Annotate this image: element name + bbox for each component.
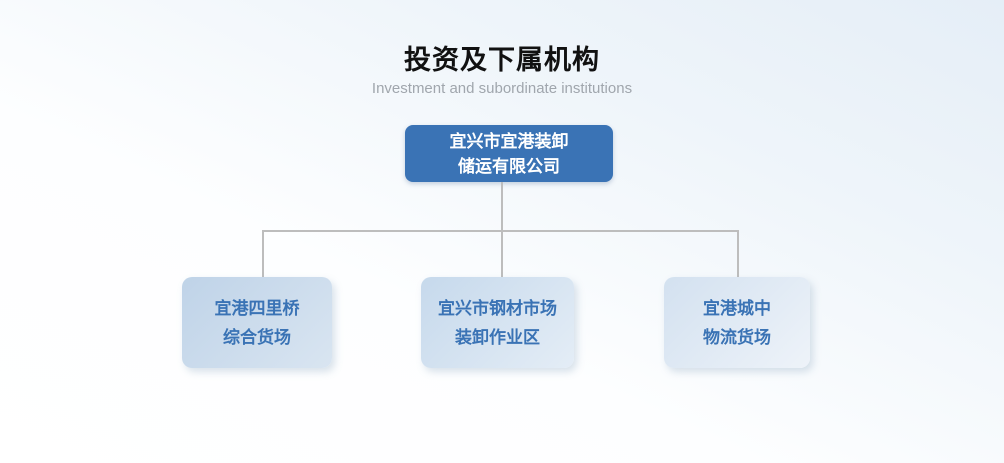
org-node-child-sililqiao-yard: 宜港四里桥 综合货场	[182, 277, 332, 368]
org-node-child-steel-market-area: 宜兴市钢材市场 装卸作业区	[421, 277, 574, 368]
connector-drop-left	[262, 231, 264, 277]
connector-stem	[501, 182, 503, 232]
connector-drop-right	[737, 231, 739, 277]
org-node-root: 宜兴市宜港装卸 储运有限公司	[405, 125, 613, 182]
section-header: 投资及下属机构 Investment and subordinate insti…	[0, 44, 1004, 98]
page-title: 投资及下属机构	[404, 45, 600, 75]
connector-drop-middle	[501, 231, 503, 277]
connector-horizontal	[262, 230, 739, 232]
org-node-child-chengzhong-logistics-yard: 宜港城中 物流货场	[664, 277, 810, 368]
page-subtitle: Investment and subordinate institutions	[371, 80, 633, 97]
